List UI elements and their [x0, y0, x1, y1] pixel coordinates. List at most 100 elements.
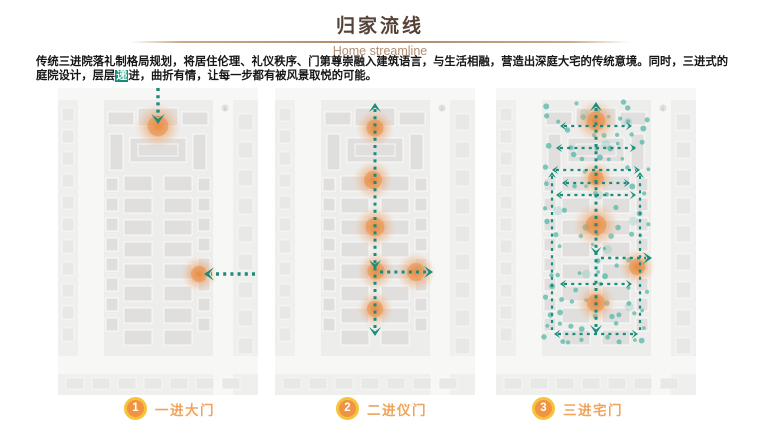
context-building [61, 239, 75, 254]
site-building [635, 197, 649, 212]
context-building [61, 107, 75, 122]
context-building [61, 195, 75, 210]
context-building [675, 281, 692, 299]
site-building [197, 197, 211, 212]
context-building [454, 113, 471, 131]
context-building [454, 281, 471, 299]
context-building [61, 261, 75, 276]
site-building [123, 285, 153, 302]
context-building [221, 377, 241, 390]
gate-highlight-core [586, 111, 606, 131]
context-building [278, 217, 292, 232]
arrow-head-down [369, 327, 381, 336]
arrow-head-right [643, 252, 652, 264]
context-building [659, 377, 679, 390]
gate-highlight-core [366, 119, 384, 137]
arrow-head-down [369, 260, 381, 269]
site-building [105, 237, 119, 252]
context-building [412, 377, 432, 390]
context-building [499, 129, 513, 144]
context-building [503, 377, 523, 390]
site-building [543, 317, 557, 332]
site-building [635, 317, 649, 332]
site-building [322, 177, 336, 192]
site-building [163, 219, 193, 236]
site-building [105, 197, 119, 212]
context-building [555, 377, 575, 390]
description-part2: 进，曲折有情，让每一步都有被风景取悦的可能。 [128, 69, 377, 82]
site-building [181, 111, 209, 126]
context-building [278, 129, 292, 144]
context-building [61, 217, 75, 232]
site-building [561, 263, 591, 280]
site-building [163, 241, 193, 258]
context-building [237, 253, 254, 271]
site-building [322, 197, 336, 212]
site-building [322, 277, 336, 292]
context-building [61, 283, 75, 298]
site-building [409, 133, 424, 171]
arrow-head-down [590, 325, 602, 334]
map-road [58, 88, 258, 100]
context-building [499, 261, 513, 276]
context-building [237, 309, 254, 327]
site-building [109, 133, 124, 171]
context-building [675, 253, 692, 271]
map-road [516, 100, 542, 356]
context-building [61, 327, 75, 342]
map-road [78, 100, 104, 356]
context-building [65, 377, 85, 390]
context-building [454, 337, 471, 355]
site-plan-2: i [275, 88, 475, 395]
map-road [295, 100, 321, 356]
context-building [675, 169, 692, 187]
context-building [499, 107, 513, 122]
context-building [675, 113, 692, 131]
context-building [237, 197, 254, 215]
site-building [414, 317, 428, 332]
site-building [123, 241, 153, 258]
gate-highlight-core [367, 262, 385, 280]
site-building [340, 197, 370, 214]
context-building [278, 239, 292, 254]
context-building [278, 107, 292, 122]
site-building [163, 307, 193, 324]
step-label-1: 一进大门 [155, 402, 215, 418]
context-building [278, 327, 292, 342]
map-road [651, 88, 671, 395]
site-building [322, 257, 336, 272]
site-building [123, 197, 153, 214]
context-building [529, 377, 549, 390]
site-building [123, 263, 153, 280]
site-building [163, 175, 193, 192]
context-building [675, 197, 692, 215]
map-info-glyph: i [224, 106, 225, 112]
site-building [123, 307, 153, 324]
context-building [454, 141, 471, 159]
site-building [163, 197, 193, 214]
site-building [197, 317, 211, 332]
site-building [543, 237, 557, 252]
step-badge-3: 3 [532, 397, 555, 420]
context-building [282, 377, 302, 390]
site-building [545, 111, 573, 126]
site-building [414, 217, 428, 232]
site-building [340, 241, 370, 258]
site-building [322, 317, 336, 332]
step-badge-1: 1 [124, 397, 147, 420]
map-road [275, 356, 475, 374]
map-road [275, 88, 475, 100]
gate-highlight-blob [357, 291, 393, 327]
gate-highlight-blob [353, 160, 393, 200]
gate-highlight-core [366, 300, 384, 318]
site-building [561, 241, 591, 258]
context-building [499, 217, 513, 232]
context-building [237, 281, 254, 299]
context-building [499, 283, 513, 298]
map-info-glyph: i [441, 106, 442, 112]
site-building [635, 217, 649, 232]
site-building [547, 133, 562, 171]
context-building [499, 327, 513, 342]
site-building [105, 317, 119, 332]
site-building [414, 197, 428, 212]
